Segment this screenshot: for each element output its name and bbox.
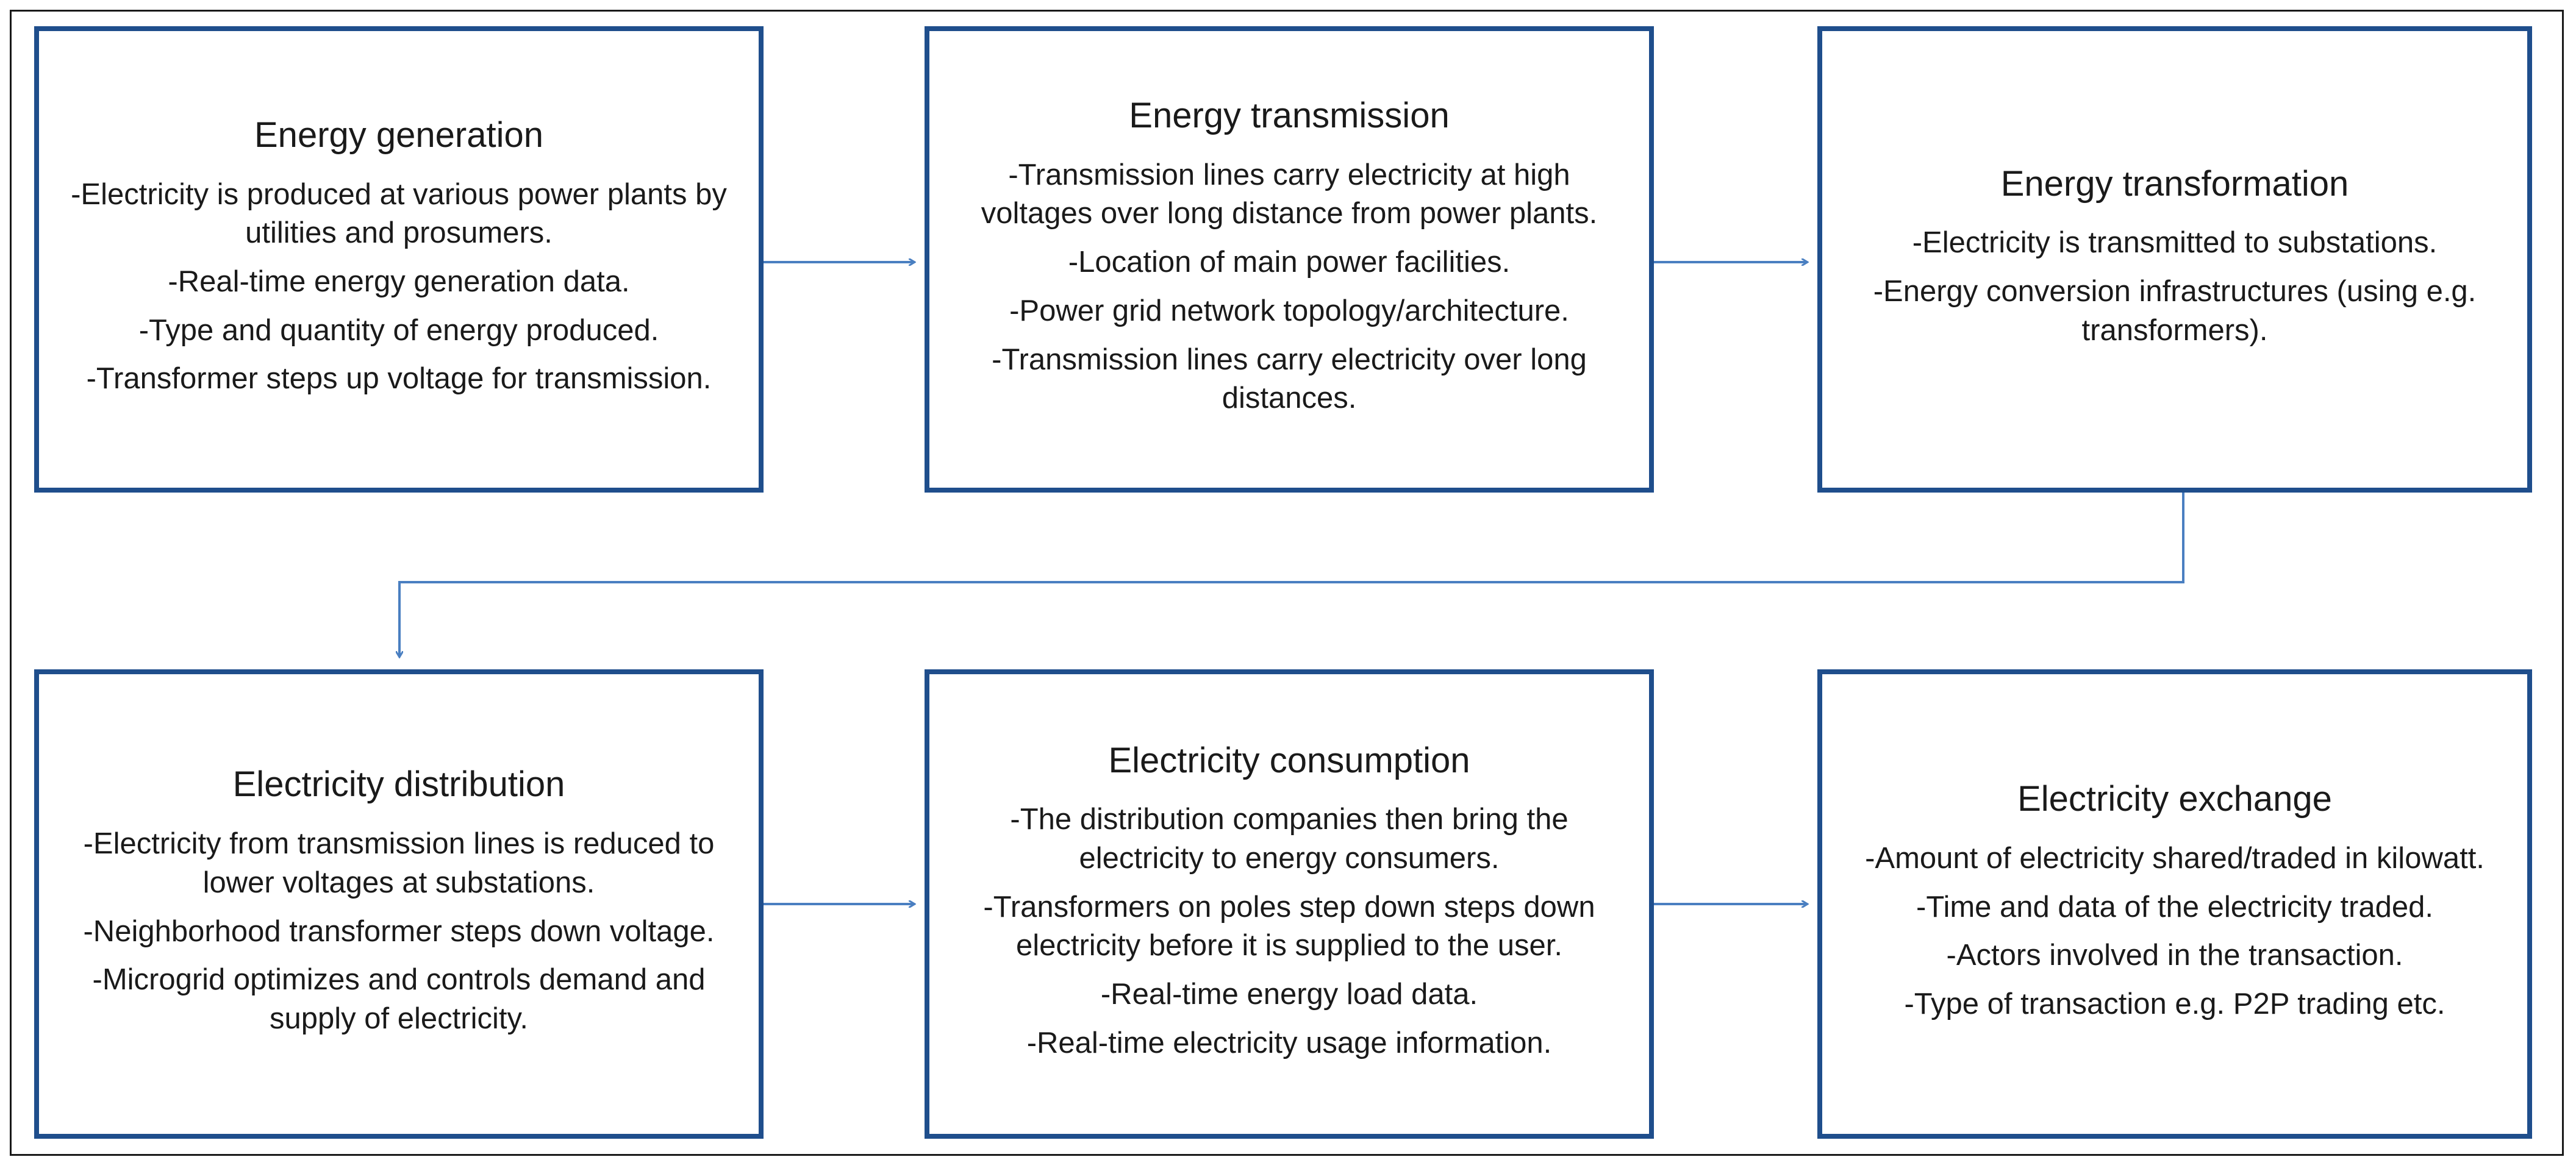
box-line: -Transmission lines carry electricity ov… — [992, 343, 1587, 415]
box-title: Energy generation — [254, 115, 543, 155]
box-line: -Energy conversion infrastructures (usin… — [1873, 275, 2477, 347]
box-line: -Transformers on poles step down steps d… — [983, 890, 1595, 963]
box-line: -Actors involved in the transaction. — [1946, 939, 2403, 972]
box-electricity-consumption: Electricity consumption -The distributio… — [925, 669, 1654, 1139]
box-line: -Transmission lines carry electricity at… — [981, 158, 1598, 230]
box-title: Electricity distribution — [232, 764, 565, 805]
box-title: Energy transformation — [2000, 163, 2349, 204]
box-line: -Location of main power facilities. — [1068, 246, 1511, 279]
arrow-transformation-to-distribution — [399, 493, 2184, 657]
box-line: -Transformer steps up voltage for transm… — [86, 362, 712, 396]
box-line: -Type and quantity of energy produced. — [138, 313, 659, 347]
box-line: -Electricity is produced at various powe… — [71, 177, 727, 250]
box-energy-generation: Energy generation -Electricity is produc… — [34, 26, 764, 493]
box-line: -Electricity is transmitted to substatio… — [1912, 226, 2438, 260]
box-line: -Neighborhood transformer steps down vol… — [83, 914, 715, 948]
box-line: -Type of transaction e.g. P2P trading et… — [1904, 988, 2445, 1021]
box-title: Energy transmission — [1129, 96, 1450, 136]
box-line: -Microgrid optimizes and controls demand… — [92, 963, 706, 1035]
box-title: Electricity exchange — [2017, 779, 2332, 819]
box-line: -Time and data of the electricity traded… — [1916, 890, 2433, 924]
box-line: -Power grid network topology/architectur… — [1009, 294, 1569, 327]
box-line: -Real-time electricity usage information… — [1026, 1026, 1552, 1059]
box-electricity-distribution: Electricity distribution -Electricity fr… — [34, 669, 764, 1139]
box-electricity-exchange: Electricity exchange -Amount of electric… — [1817, 669, 2532, 1139]
box-title: Electricity consumption — [1108, 740, 1470, 780]
box-line: -Real-time energy generation data. — [168, 265, 630, 298]
box-line: -Real-time energy load data. — [1100, 978, 1478, 1011]
box-energy-transformation: Energy transformation -Electricity is tr… — [1817, 26, 2532, 493]
box-line: -Amount of electricity shared/traded in … — [1865, 841, 2485, 875]
box-line: -Electricity from transmission lines is … — [83, 827, 715, 899]
box-line: -The distribution companies then bring t… — [1010, 803, 1569, 875]
box-energy-transmission: Energy transmission -Transmission lines … — [925, 26, 1654, 493]
